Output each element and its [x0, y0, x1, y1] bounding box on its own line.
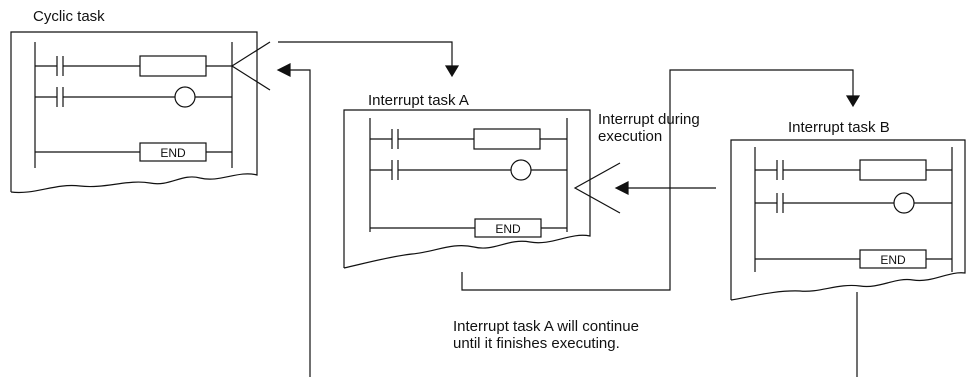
interrupt-task-b-panel: END: [730, 139, 966, 301]
interrupt-task-b-title: Interrupt task B: [788, 119, 890, 136]
task-a-instruction-box: [473, 128, 541, 150]
interrupt-task-a-panel: END: [343, 109, 591, 269]
cyclic-task-panel: END: [10, 31, 258, 194]
cyclic-task-frame: [10, 31, 258, 194]
task-a-end-label: END: [495, 222, 521, 236]
task-a-interrupt-wedge: [573, 162, 621, 214]
interrupt-during-label-line2: execution: [598, 128, 663, 145]
task-b-end-label: END: [880, 253, 906, 267]
arrowhead-into-task-b: [845, 95, 861, 108]
interrupt-task-a-title: Interrupt task A: [368, 92, 469, 109]
continue-note-line2: until it finishes executing.: [453, 335, 620, 352]
arrowhead-into-task-a: [444, 65, 460, 78]
task-b-instruction-box: [859, 159, 927, 181]
task-b-coil: [893, 192, 915, 214]
continue-note-line1: Interrupt task A will continue: [453, 318, 639, 335]
cyclic-task-title: Cyclic task: [33, 8, 105, 25]
flow-cyclic-to-task-a: [278, 41, 453, 68]
arrowhead-return-to-cyclic: [276, 63, 291, 77]
cyclic-coil: [174, 86, 196, 108]
arrowhead-return-to-task-a: [614, 181, 629, 195]
cyclic-end-label: END: [160, 146, 186, 160]
flow-task-a-to-task-b: [461, 69, 854, 291]
cyclic-instruction-box: [139, 55, 207, 77]
task-b-frame: [730, 139, 966, 301]
task-a-frame: [343, 109, 591, 269]
cyclic-interrupt-wedge: [230, 41, 271, 91]
flow-task-a-return-to-cyclic: [288, 69, 311, 377]
task-a-coil: [510, 159, 532, 181]
interrupt-during-label-line1: Interrupt during: [598, 111, 700, 128]
